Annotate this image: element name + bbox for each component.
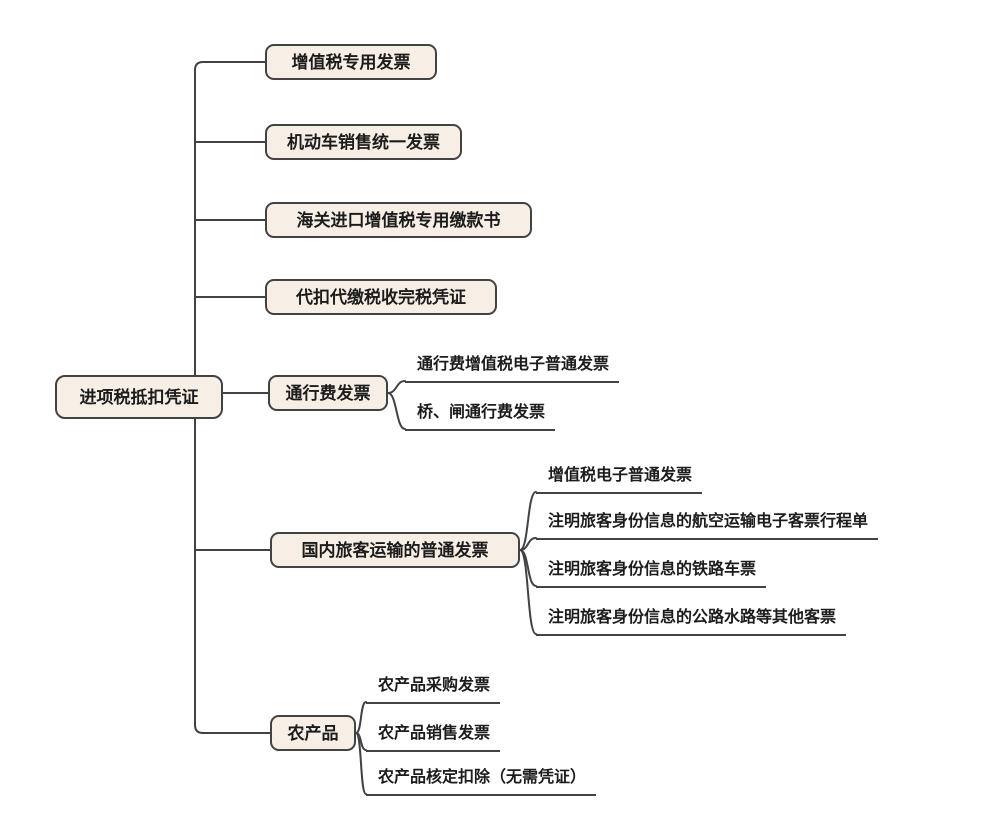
branch-withholding-tax-payment-certificate: 代扣代缴税收完税凭证 — [265, 279, 497, 315]
root-node-input-tax-deduction-vouchers: 进项税抵扣凭证 — [55, 375, 223, 419]
branch-vat-special-invoice: 增值税专用发票 — [265, 44, 437, 80]
leaf-railway-ticket-with-passenger-id: 注明旅客身份信息的铁路车票 — [536, 560, 767, 588]
branch-motor-vehicle-sales-invoice: 机动车销售统一发票 — [265, 124, 462, 160]
leaf-agri-sales-invoice: 农产品销售发票 — [366, 724, 501, 752]
leaf-toll-evat-electronic-ordinary-invoice: 通行费增值税电子普通发票 — [405, 355, 620, 383]
leaf-air-transport-e-ticket-itinerary: 注明旅客身份信息的航空运输电子客票行程单 — [536, 512, 879, 540]
leaf-agri-purchase-invoice: 农产品采购发票 — [366, 676, 501, 704]
leaf-road-waterway-other-tickets-with-passenger-id: 注明旅客身份信息的公路水路等其他客票 — [536, 608, 847, 636]
branch-agricultural-products: 农产品 — [270, 715, 356, 751]
leaf-bridge-gate-toll-invoice: 桥、闸通行费发票 — [405, 403, 556, 431]
leaf-vat-electronic-ordinary-invoice: 增值税电子普通发票 — [536, 466, 703, 494]
leaf-agri-approved-deduction-no-voucher: 农产品核定扣除（无需凭证） — [366, 768, 597, 796]
branch-customs-import-vat-payment-note: 海关进口增值税专用缴款书 — [265, 202, 532, 238]
branch-toll-invoice: 通行费发票 — [268, 375, 388, 411]
branch-domestic-passenger-transport-invoice: 国内旅客运输的普通发票 — [270, 532, 520, 568]
